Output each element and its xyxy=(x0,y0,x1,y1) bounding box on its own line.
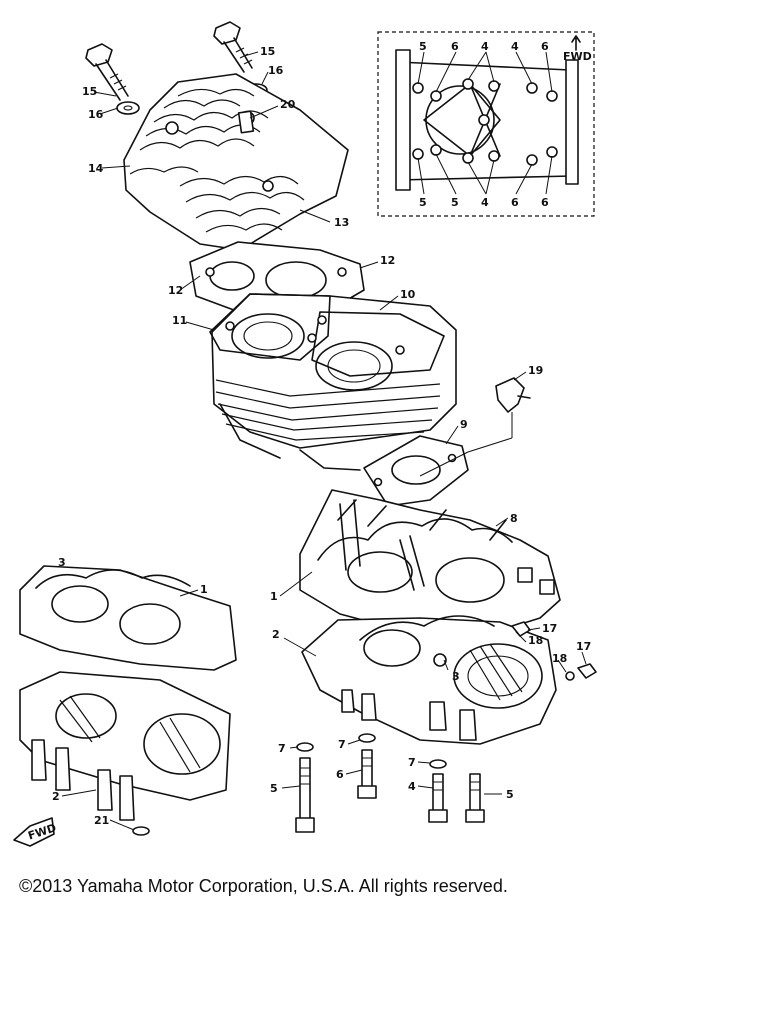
svg-text:4: 4 xyxy=(511,40,519,53)
washer-left xyxy=(116,101,140,115)
crankcase-alt-view xyxy=(19,565,237,836)
upper-crankcase xyxy=(299,489,561,641)
callout-2-alt: 2 xyxy=(52,790,60,803)
callout-18-b: 18 xyxy=(552,652,567,665)
head-bolt-left xyxy=(85,43,129,101)
callout-21: 21 xyxy=(94,814,109,827)
callout-5-left: 5 xyxy=(270,782,278,795)
crankcase-bolt-6 xyxy=(357,749,377,799)
svg-text:5: 5 xyxy=(419,40,427,53)
washer-7c xyxy=(429,759,447,769)
callout-12-right: 12 xyxy=(380,254,395,267)
callout-8: 8 xyxy=(510,512,518,525)
callout-3-alt: 3 xyxy=(58,556,66,569)
leader-lines xyxy=(61,51,587,831)
bolt-tightening-inset: 5 6 4 4 6 5 5 4 6 6 FWD xyxy=(377,31,595,217)
washer-7b xyxy=(358,733,376,743)
svg-text:5: 5 xyxy=(451,196,459,209)
svg-text:4: 4 xyxy=(481,40,489,53)
callout-labels: 15 15 16 16 20 14 13 12 12 11 10 19 9 8 … xyxy=(52,45,591,827)
callout-14: 14 xyxy=(88,162,104,175)
small-bolt-17b xyxy=(577,663,597,679)
svg-text:6: 6 xyxy=(451,40,459,53)
exploded-parts-diagram: FWD 5 6 4 4 6 5 5 4 6 6 FWD xyxy=(13,21,597,847)
copyright-notice: ©2013 Yamaha Motor Corporation, U.S.A. A… xyxy=(19,876,508,896)
callout-12-left: 12 xyxy=(168,284,183,297)
callout-7-a: 7 xyxy=(278,742,286,755)
crankcase-bolt-4 xyxy=(428,773,448,823)
base-gasket xyxy=(363,435,469,507)
callout-18-a: 18 xyxy=(528,634,543,647)
callout-1-alt: 1 xyxy=(200,583,208,596)
head-bolt-right xyxy=(213,21,253,73)
callout-4: 4 xyxy=(408,780,416,793)
svg-text:6: 6 xyxy=(511,196,519,209)
callout-15-left: 15 xyxy=(82,85,97,98)
callout-17-b: 17 xyxy=(576,640,591,653)
callout-13: 13 xyxy=(334,216,349,229)
crankcase-bolt-5-left xyxy=(295,757,315,833)
callout-9: 9 xyxy=(460,418,468,431)
svg-text:5: 5 xyxy=(419,196,427,209)
callout-15-right: 15 xyxy=(260,45,275,58)
callout-3: 3 xyxy=(452,670,460,683)
callout-2-main: 2 xyxy=(272,628,280,641)
crankcase-bolt-5-right xyxy=(465,773,485,823)
callout-17-a: 17 xyxy=(542,622,557,635)
svg-text:FWD: FWD xyxy=(563,50,592,63)
callout-19: 19 xyxy=(528,364,543,377)
callout-5-right: 5 xyxy=(506,788,514,801)
cylinder-head xyxy=(123,73,349,251)
callout-11: 11 xyxy=(172,314,187,327)
svg-text:4: 4 xyxy=(481,196,489,209)
cylinder-block xyxy=(209,293,457,471)
spark-plug xyxy=(237,110,255,134)
callout-16-right: 16 xyxy=(268,64,284,77)
oil-fitting xyxy=(495,377,531,438)
callout-20: 20 xyxy=(280,98,296,111)
callout-10: 10 xyxy=(400,288,416,301)
callout-7-c: 7 xyxy=(408,756,416,769)
fwd-arrow-badge: FWD xyxy=(13,817,58,847)
svg-text:6: 6 xyxy=(541,40,549,53)
small-washer-18 xyxy=(565,671,575,681)
fwd-up-arrow-icon xyxy=(571,35,581,51)
callout-1-main: 1 xyxy=(270,590,278,603)
washer-7a xyxy=(296,742,314,752)
callout-7-b: 7 xyxy=(338,738,346,751)
lower-crankcase xyxy=(301,615,557,745)
callout-6: 6 xyxy=(336,768,344,781)
svg-text:6: 6 xyxy=(541,196,549,209)
callout-16-left: 16 xyxy=(88,108,104,121)
